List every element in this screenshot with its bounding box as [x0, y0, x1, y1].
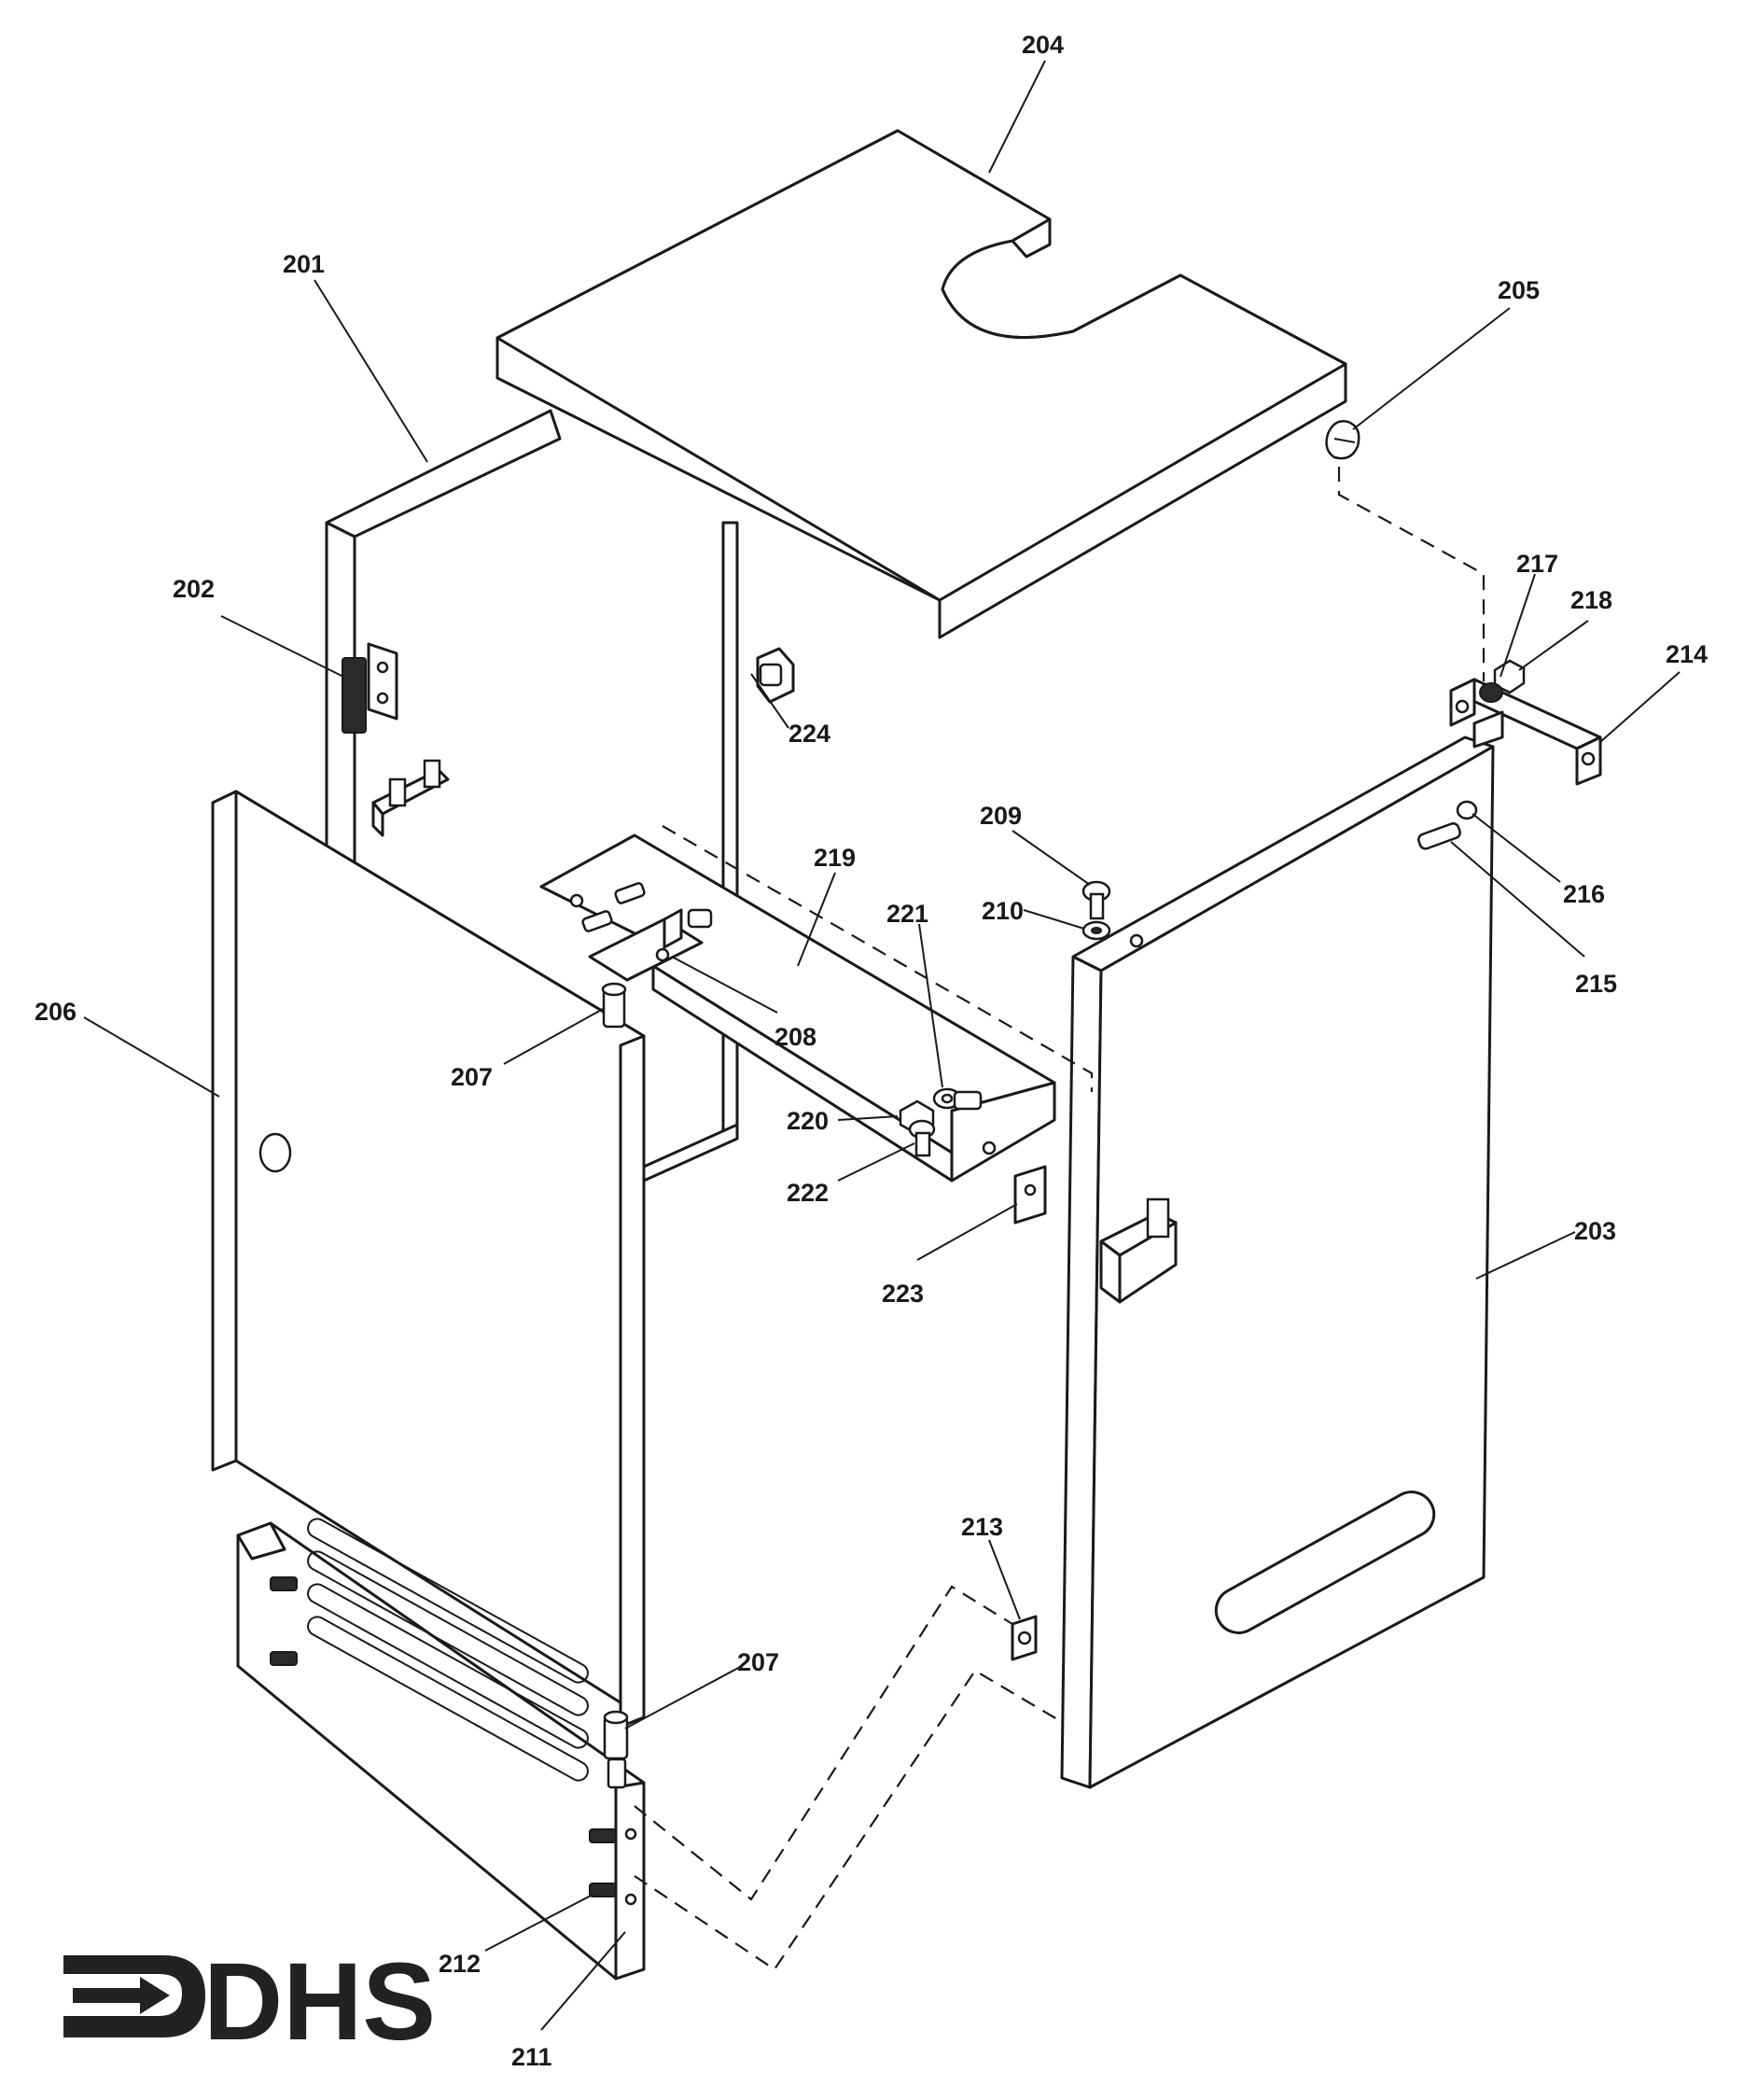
hinge-pin-top	[601, 982, 627, 1029]
label-213: 213	[961, 1513, 1003, 1541]
label-218: 218	[1570, 586, 1612, 614]
side-panel-slot	[1214, 1491, 1436, 1634]
label-219: 219	[814, 844, 856, 872]
part-labels: 204 201 205 202 217 218 214 224 209 216 …	[35, 31, 1708, 2071]
grille-slots	[307, 1518, 589, 1782]
washer-210	[1081, 920, 1111, 941]
label-204: 204	[1022, 31, 1064, 59]
label-209: 209	[980, 802, 1022, 830]
label-221: 221	[886, 900, 928, 928]
magnetic-catch	[342, 642, 398, 734]
label-207-top: 207	[451, 1063, 493, 1091]
label-201: 201	[283, 250, 325, 278]
label-224: 224	[788, 720, 830, 748]
dhs-logo: DHS	[63, 1940, 436, 2064]
rail-screws	[581, 882, 713, 932]
screw-on-rail	[953, 1090, 983, 1111]
label-207-bottom: 207	[737, 1648, 779, 1676]
label-212: 212	[439, 1950, 481, 1978]
label-222: 222	[787, 1179, 829, 1207]
front-door	[211, 790, 646, 1729]
label-220: 220	[787, 1107, 829, 1135]
bottom-grille	[236, 1518, 646, 1981]
label-223: 223	[882, 1280, 924, 1308]
hinge-pin-bottom	[603, 1710, 629, 1789]
washer-217	[1479, 682, 1503, 703]
label-215: 215	[1575, 970, 1617, 998]
screw-209	[1081, 880, 1111, 920]
grille-screws	[270, 1576, 617, 1897]
clip-224	[756, 647, 795, 704]
label-214: 214	[1666, 640, 1708, 668]
screw-222	[908, 1119, 936, 1157]
hinge-216	[1456, 800, 1478, 820]
clip-223	[1013, 1165, 1047, 1225]
label-206: 206	[35, 998, 77, 1026]
label-203: 203	[1574, 1217, 1616, 1245]
top-panel	[495, 129, 1347, 639]
label-210: 210	[982, 897, 1024, 925]
leader-lines	[83, 60, 1681, 2031]
label-208: 208	[774, 1023, 816, 1051]
hinge-bracket	[588, 908, 704, 982]
hinge-215	[1417, 822, 1461, 850]
label-202: 202	[173, 575, 215, 603]
knob-205	[1325, 420, 1360, 460]
right-side-panel	[1060, 735, 1495, 1789]
clip-213	[1011, 1615, 1038, 1661]
label-216: 216	[1563, 880, 1605, 908]
label-217: 217	[1516, 550, 1558, 578]
assembly-lines	[634, 467, 1486, 1971]
label-211: 211	[511, 2043, 552, 2071]
door-knob-hole	[258, 1132, 292, 1173]
label-205: 205	[1498, 276, 1540, 304]
logo-text: DHS	[203, 1940, 436, 2064]
rear-bracket	[371, 759, 450, 837]
